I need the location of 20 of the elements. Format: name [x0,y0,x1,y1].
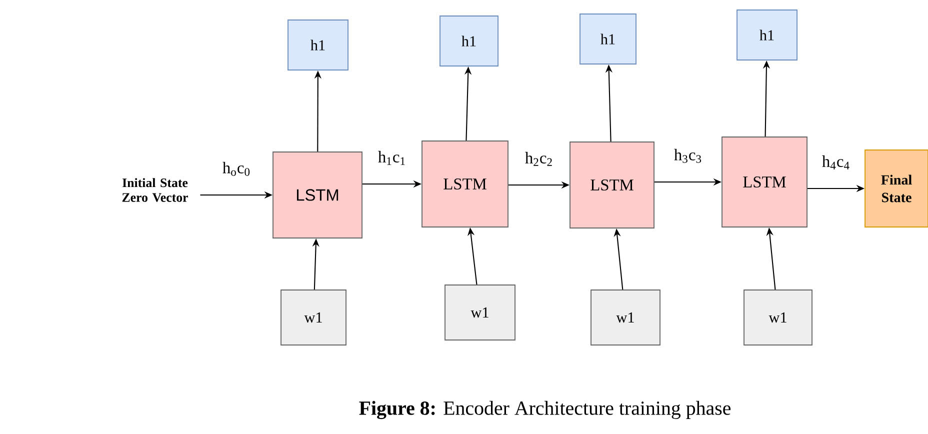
input-box: w1 [444,284,516,340]
edge-label: h$_{3}$c$_{3}$ [674,148,702,163]
caption: Figure 8: Encoder Architecture training phase [359,400,731,420]
lstm-box: LSTM [722,136,808,228]
output-box: h1 [580,14,636,64]
input-box: w1 [590,290,660,346]
text-label: Initial State Zero Vector [122,178,188,202]
input-box: w1 [280,290,346,346]
edge-label: h$_{o}$c$_{0}$ [222,162,250,176]
output-box: h1 [736,10,798,60]
input-box: w1 [744,290,812,346]
edge-label: h$_{1}$c$_{1}$ [378,150,405,165]
lstm-box: LSTM [272,152,362,238]
edge-label: h$_{4}$c$_{4}$ [822,155,850,170]
edge-label: h$_{2}$c$_{2}$ [525,152,552,166]
output-box: h1 [288,20,348,70]
output-box: h1 [440,16,498,66]
lstm-box: LSTM [570,142,654,228]
final-state-box: Final State [864,150,928,228]
lstm-box: LSTM [422,140,508,228]
